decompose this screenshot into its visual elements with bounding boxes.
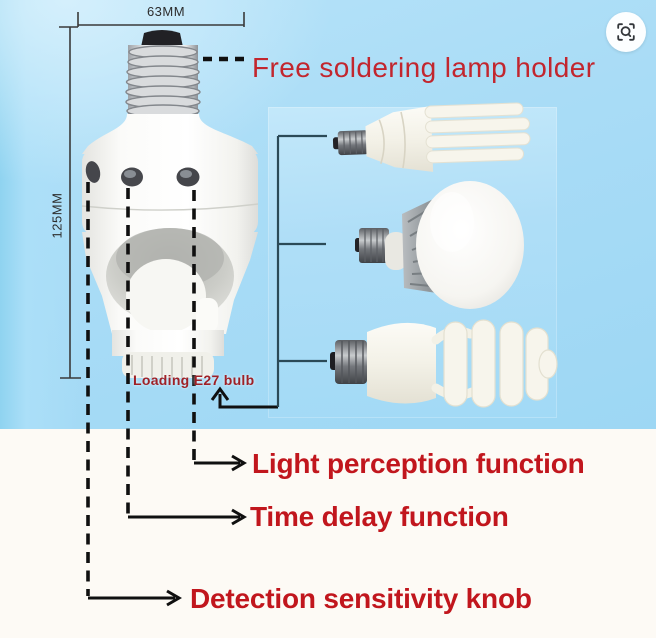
image-search-button[interactable] <box>606 12 646 52</box>
bulb-bracket-lines <box>276 134 327 407</box>
lens-search-icon <box>617 23 635 41</box>
detection-knob-callout: Detection sensitivity knob <box>190 583 532 614</box>
connector-lines <box>86 56 278 607</box>
spiral-cfl-bulb <box>330 319 558 408</box>
light-perception-callout: Light perception function <box>252 448 585 479</box>
sensor-lamp-holder-illustration <box>81 30 259 378</box>
width-dimension-label: 63MM <box>146 4 186 19</box>
height-dimension-label: 125MM <box>49 192 65 239</box>
dimension-lines <box>59 12 245 379</box>
u-tube-cfl-bulb <box>332 102 531 172</box>
loading-e27-bulb-callout: Loading E27 bulb <box>133 372 255 388</box>
time-delay-callout: Time delay function <box>250 501 509 532</box>
sensor-holes <box>85 161 200 187</box>
led-globe-bulb <box>355 181 524 309</box>
free-soldering-callout: Free soldering lamp holder <box>252 52 596 83</box>
